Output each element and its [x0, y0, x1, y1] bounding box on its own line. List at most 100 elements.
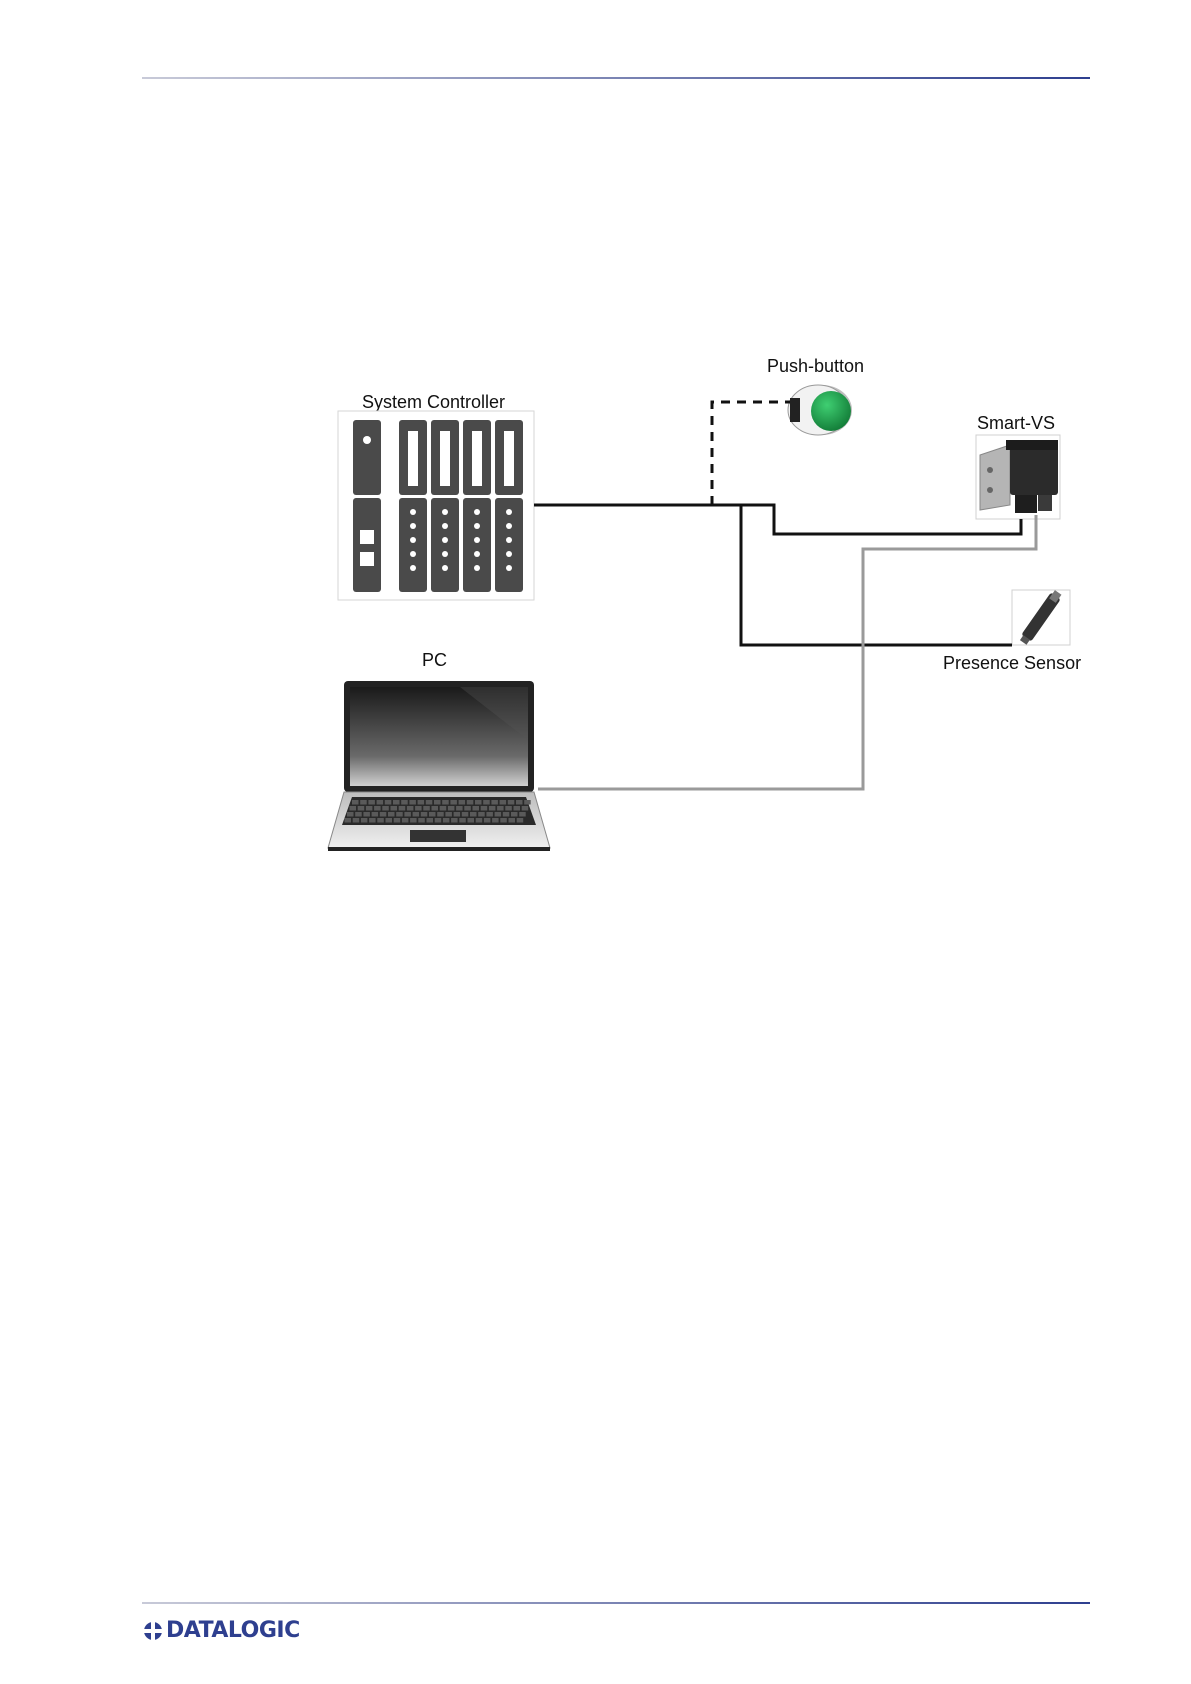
keyboard-key	[358, 806, 365, 811]
keyboard-key	[483, 800, 490, 805]
keyboard-key	[519, 812, 526, 817]
controller-terminal	[474, 537, 480, 543]
keyboard-key	[459, 818, 466, 823]
keyboard-key	[514, 806, 521, 811]
keyboard-key	[468, 818, 475, 823]
keyboard-key	[352, 800, 359, 805]
keyboard-key	[355, 812, 362, 817]
keyboard-key	[489, 806, 496, 811]
keyboard-key	[366, 806, 373, 811]
keyboard-key	[360, 800, 367, 805]
keyboard-key	[429, 812, 436, 817]
keyboard-key	[503, 812, 510, 817]
keyboard-key	[492, 818, 499, 823]
controller-terminal	[442, 565, 448, 571]
controller-module-bottom	[353, 498, 381, 592]
controller-terminal	[410, 537, 416, 543]
controller-module-top	[353, 420, 381, 495]
wire-push-button-dashed	[712, 402, 790, 505]
keyboard-key	[511, 812, 518, 817]
keyboard-key	[418, 818, 425, 823]
controller-slot	[504, 431, 514, 486]
controller-slot	[440, 431, 450, 486]
keyboard-key	[481, 806, 488, 811]
keyboard-key	[423, 806, 430, 811]
keyboard-key	[505, 806, 512, 811]
keyboard-key	[500, 818, 507, 823]
keyboard-key	[442, 800, 449, 805]
keyboard-key	[426, 800, 433, 805]
keyboard-key	[497, 806, 504, 811]
keyboard-key	[386, 818, 393, 823]
controller-terminal	[410, 523, 416, 529]
keyboard-key	[407, 806, 414, 811]
keyboard-key	[456, 806, 463, 811]
keyboard-key	[445, 812, 452, 817]
keyboard-key	[475, 800, 482, 805]
controller-port	[360, 530, 374, 544]
keyboard-key	[380, 812, 387, 817]
keyboard-key	[377, 818, 384, 823]
controller-terminal	[442, 523, 448, 529]
keyboard-key	[409, 800, 416, 805]
keyboard-key	[353, 818, 360, 823]
presence-sensor-icon	[1012, 589, 1070, 646]
controller-terminal	[506, 537, 512, 543]
keyboard-key	[462, 812, 469, 817]
keyboard-key	[402, 818, 409, 823]
keyboard-key	[517, 818, 524, 823]
push-button-icon	[788, 385, 852, 435]
keyboard-key	[377, 800, 384, 805]
keyboard-key	[450, 800, 457, 805]
keyboard-key	[361, 818, 368, 823]
keyboard-key	[350, 806, 357, 811]
keyboard-key	[421, 812, 428, 817]
keyboard-key	[410, 818, 417, 823]
controller-port	[360, 552, 374, 566]
keyboard-key	[454, 812, 461, 817]
system-controller-icon	[338, 411, 534, 600]
keyboard-key	[451, 818, 458, 823]
datalogic-symbol-icon	[142, 1616, 164, 1646]
keyboard-key	[347, 812, 354, 817]
keyboard-key	[368, 800, 375, 805]
keyboard-key	[459, 800, 466, 805]
keyboard-key	[516, 800, 523, 805]
keyboard-key	[404, 812, 411, 817]
keyboard-key	[374, 806, 381, 811]
keyboard-key	[495, 812, 502, 817]
keyboard-key	[524, 800, 531, 805]
controller-slot	[472, 431, 482, 486]
keyboard-key	[394, 818, 401, 823]
keyboard-key	[467, 800, 474, 805]
keyboard-key	[508, 800, 515, 805]
keyboard-key	[385, 800, 392, 805]
controller-terminal	[410, 565, 416, 571]
keyboard-key	[393, 800, 400, 805]
keyboard-key	[396, 812, 403, 817]
keyboard-key	[443, 818, 450, 823]
wire-controller-smart-vs	[534, 505, 1021, 534]
controller-terminal	[442, 551, 448, 557]
wire-presence-sensor	[741, 505, 1012, 645]
keyboard-key	[369, 818, 376, 823]
footer-rule	[142, 1602, 1090, 1604]
controller-terminal	[506, 509, 512, 515]
keyboard-key	[382, 806, 389, 811]
signal-wiring	[534, 505, 1021, 645]
keyboard-key	[401, 800, 408, 805]
keyboard-key	[476, 818, 483, 823]
pc-laptop-icon	[328, 681, 550, 851]
controller-terminal	[410, 551, 416, 557]
controller-terminal	[474, 565, 480, 571]
keyboard-key	[435, 818, 442, 823]
keyboard-key	[434, 800, 441, 805]
keyboard-key	[391, 806, 398, 811]
controller-terminal	[442, 509, 448, 515]
keyboard-key	[473, 806, 480, 811]
keyboard-key	[415, 806, 422, 811]
keyboard-key	[522, 806, 529, 811]
keyboard-key	[363, 812, 370, 817]
keyboard-key	[509, 818, 516, 823]
